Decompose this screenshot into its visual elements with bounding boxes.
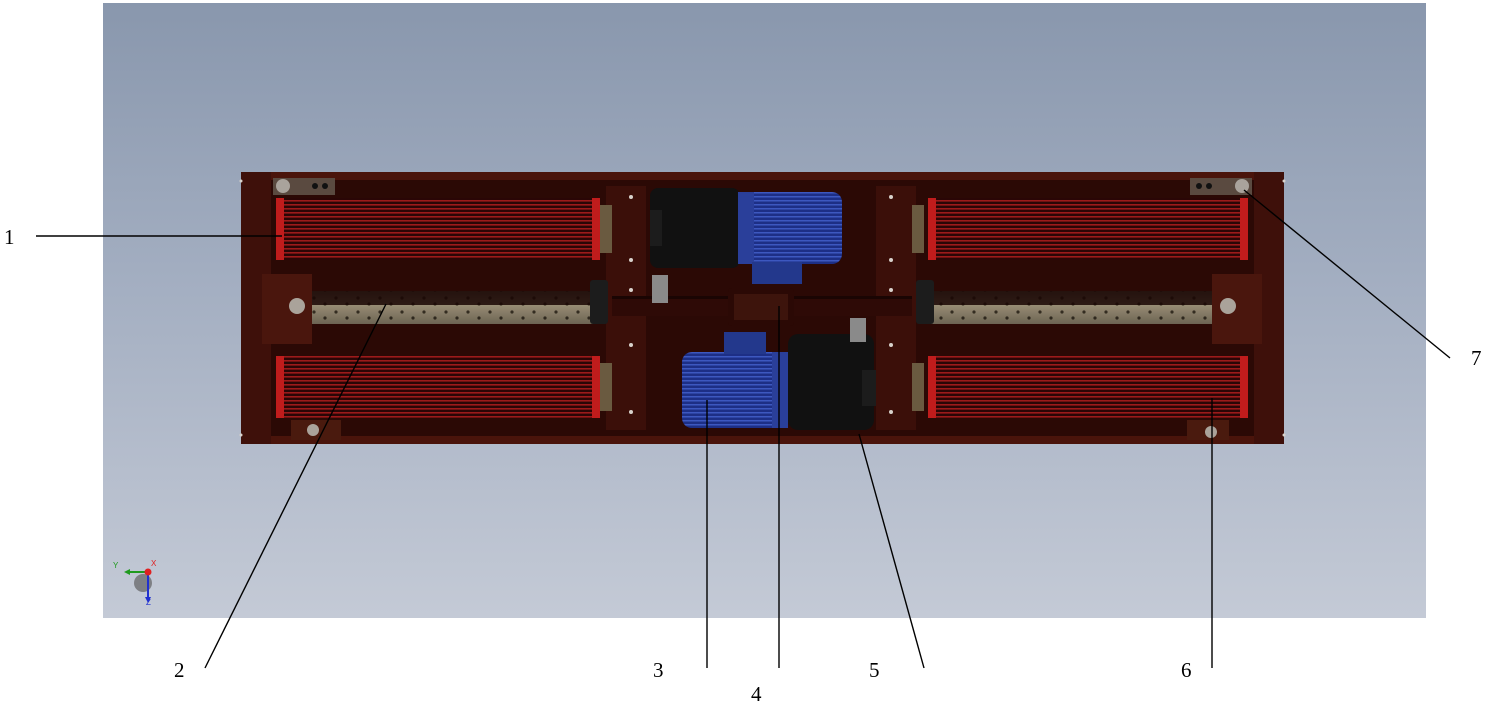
leader-5 — [858, 433, 925, 669]
callout-2: 2 — [174, 658, 185, 682]
motor-top — [738, 192, 842, 284]
axis-triad — [124, 568, 152, 603]
roller-bottom-left — [276, 356, 612, 418]
leader-2 — [204, 303, 387, 669]
gearbox-bottom — [788, 318, 876, 430]
gearbox-top — [650, 188, 740, 303]
triad-x-label: X — [151, 559, 157, 568]
callout-1: 1 — [4, 225, 15, 249]
leader-7 — [1243, 189, 1451, 359]
triad-y-label: Y — [113, 561, 119, 570]
perforated-tube-right — [916, 280, 1212, 324]
triad-z-label: Z — [146, 598, 151, 607]
callout-6: 6 — [1181, 658, 1192, 682]
callout-4: 4 — [751, 682, 762, 706]
leader-lines — [36, 189, 1451, 669]
coupling — [728, 288, 794, 326]
callout-7: 7 — [1471, 346, 1482, 370]
callout-5: 5 — [869, 658, 880, 682]
callout-3: 3 — [653, 658, 664, 682]
roller-top-left — [276, 198, 612, 260]
roller-top-right — [912, 198, 1248, 260]
motor-bottom — [682, 332, 788, 428]
roller-bottom-right — [912, 356, 1248, 418]
perforated-tube-left — [312, 280, 608, 324]
